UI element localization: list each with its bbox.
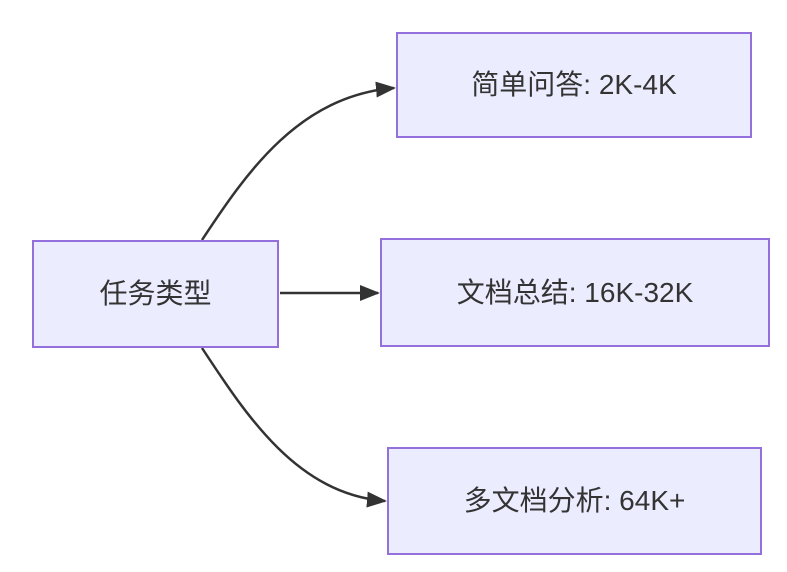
- edge-task-type-to-simple-qa: [200, 81, 396, 241]
- node-simple-qa: 简单问答: 2K-4K: [396, 32, 752, 138]
- node-task-type-label: 任务类型: [99, 278, 212, 310]
- node-multi-doc: 多文档分析: 64K+: [387, 447, 762, 555]
- node-task-type: 任务类型: [32, 240, 279, 348]
- edge-task-type-to-multi-doc: [200, 347, 387, 508]
- node-multi-doc-label: 多文档分析: 64K+: [463, 485, 686, 517]
- node-doc-summary: 文档总结: 16K-32K: [380, 238, 770, 347]
- node-simple-qa-label: 简单问答: 2K-4K: [471, 69, 677, 101]
- node-doc-summary-label: 文档总结: 16K-32K: [456, 276, 694, 308]
